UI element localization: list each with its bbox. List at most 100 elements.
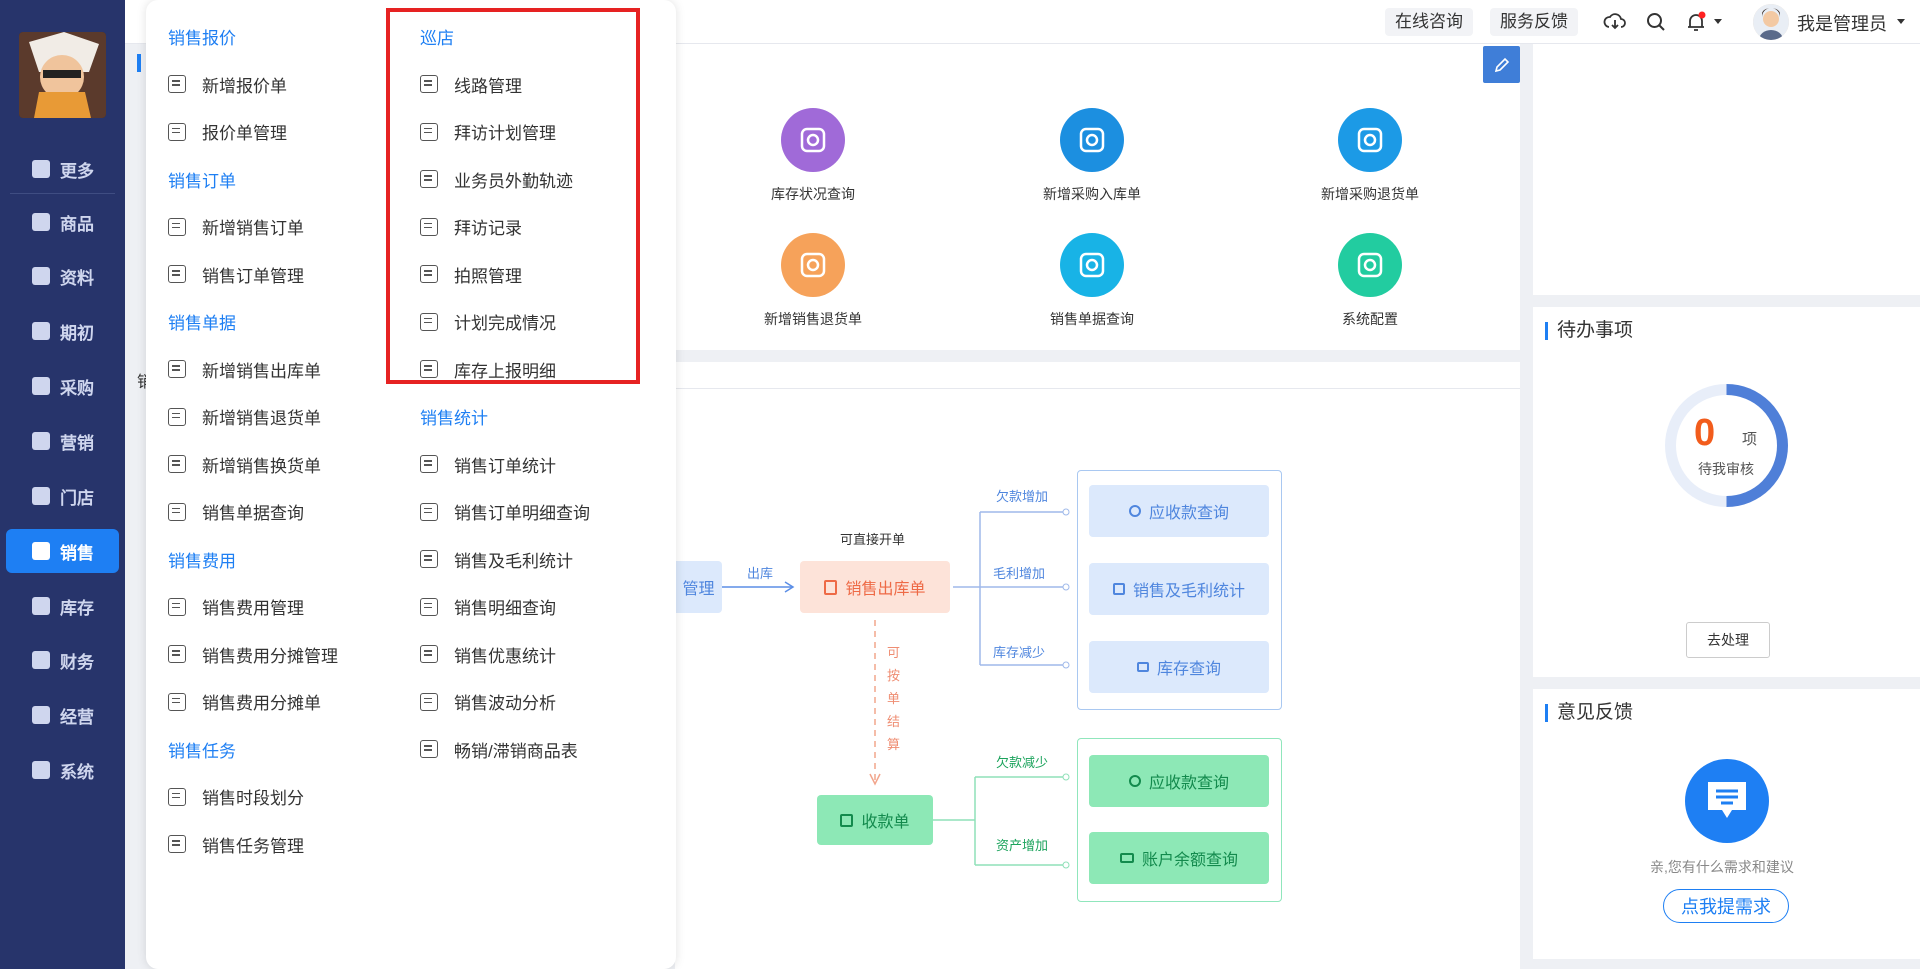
menu-item[interactable]: 销售费用分摊管理: [168, 642, 338, 667]
menu-item[interactable]: 销售费用分摊单: [168, 689, 321, 714]
right-top-panel: [1533, 44, 1920, 295]
menu-item-icon: [420, 217, 438, 236]
menu-item[interactable]: 新增报价单: [168, 72, 287, 97]
menu-item[interactable]: 业务员外勤轨迹: [420, 167, 573, 192]
sidebar-item-1[interactable]: 商品: [6, 200, 119, 244]
menu-item[interactable]: 畅销/滞销商品表: [420, 737, 578, 762]
feedback-text: 亲,您有什么需求和建议: [1650, 859, 1794, 875]
menu-item-label: 拜访计划管理: [454, 124, 556, 143]
quick-item-5[interactable]: 系统配置: [1290, 233, 1450, 329]
menu-item[interactable]: 线路管理: [420, 72, 522, 97]
asset-increase-label: 资产增加: [996, 838, 1049, 853]
sidebar-item-8[interactable]: 库存: [6, 584, 119, 628]
menu-item-label: 新增销售换货单: [202, 456, 321, 476]
receivable-query-box[interactable]: 应收款查询: [1089, 485, 1269, 537]
menu-item[interactable]: 销售任务管理: [168, 832, 304, 857]
menu-item-label: 线路管理: [454, 76, 522, 96]
menu-item-label: 销售明细查询: [454, 599, 556, 618]
flow-out-label: 出库: [747, 566, 774, 581]
menu-item[interactable]: 报价单管理: [168, 119, 287, 144]
menu-item[interactable]: 销售单据查询: [168, 499, 304, 524]
todo-process-button[interactable]: 去处理: [1686, 622, 1770, 658]
menu-item-label: 销售费用管理: [202, 599, 304, 618]
quick-item-icon: [1060, 108, 1124, 172]
sidebar-item-6[interactable]: 门店: [6, 474, 119, 518]
menu-item[interactable]: 销售明细查询: [420, 594, 556, 619]
stock-query-box[interactable]: 库存查询: [1089, 641, 1269, 693]
menu-item[interactable]: 销售及毛利统计: [420, 547, 573, 572]
sidebar-item-2[interactable]: 资料: [6, 254, 119, 298]
menu-item[interactable]: 新增销售退货单: [168, 404, 321, 429]
menu-item[interactable]: 计划完成情况: [420, 309, 556, 334]
chevron-down-icon[interactable]: [1713, 16, 1723, 26]
menu-item[interactable]: 销售时段划分: [168, 784, 304, 809]
menu-item[interactable]: 销售订单统计: [420, 452, 556, 477]
menu-item[interactable]: 库存上报明细: [420, 357, 556, 382]
menu-item[interactable]: 销售订单明细查询: [420, 499, 590, 524]
menu-item-icon: [420, 122, 438, 141]
menu-item[interactable]: 新增销售出库单: [168, 357, 321, 382]
sidebar-item-9[interactable]: 财务: [6, 638, 119, 682]
sidebar-item-label: 采购: [60, 378, 94, 398]
sidebar-item-0[interactable]: 更多: [6, 147, 119, 191]
user-avatar[interactable]: [1753, 4, 1789, 40]
edit-button[interactable]: [1483, 46, 1520, 83]
cloud-download-icon[interactable]: [1603, 10, 1627, 34]
menu-item-label: 销售费用分摊单: [202, 694, 321, 713]
todo-progress-ring: [1665, 384, 1788, 507]
menu-item-icon: [420, 645, 438, 663]
target-icon: [32, 322, 50, 340]
user-name[interactable]: 我是管理员: [1797, 14, 1887, 34]
receivable-query-box-2[interactable]: 应收款查询: [1089, 755, 1269, 807]
menu-group-head: 销售统计: [420, 409, 488, 428]
pie-chart-icon: [32, 487, 50, 505]
sidebar-item-3[interactable]: 期初: [6, 309, 119, 353]
camera-icon: [1136, 662, 1149, 672]
menu-item-label: 库存上报明细: [454, 361, 556, 381]
menu-item[interactable]: 拜访计划管理: [420, 119, 556, 144]
sidebar-item-5[interactable]: 营销: [6, 419, 119, 463]
menu-item[interactable]: 新增销售订单: [168, 214, 304, 239]
quick-item-1[interactable]: 新增采购入库单: [1012, 108, 1172, 204]
quick-item-icon: [781, 233, 845, 297]
search-icon[interactable]: [1644, 10, 1668, 34]
quick-item-0[interactable]: 库存状况查询: [733, 108, 893, 204]
sidebar-item-11[interactable]: 系统: [6, 748, 119, 792]
user-menu-chevron-icon[interactable]: [1896, 16, 1906, 26]
account-balance-box[interactable]: 账户余额查询: [1089, 832, 1269, 884]
menu-item-icon: [168, 787, 186, 806]
menu-item[interactable]: 拜访记录: [420, 214, 522, 239]
bell-icon[interactable]: [1684, 10, 1708, 34]
receivable-query-label: 应收款查询: [1148, 505, 1229, 522]
menu-item[interactable]: 销售优惠统计: [420, 642, 556, 667]
menu-item[interactable]: 销售波动分析: [420, 689, 556, 714]
quick-item-3[interactable]: 新增销售退货单: [733, 233, 893, 329]
debt-increase-label: 欠款增加: [996, 489, 1049, 504]
sidebar-item-4[interactable]: 采购: [6, 364, 119, 408]
menu-item[interactable]: 拍照管理: [420, 262, 522, 287]
menu-item[interactable]: 销售费用管理: [168, 594, 304, 619]
sidebar-item-label: 更多: [60, 161, 94, 181]
quick-item-label: 库存状况查询: [771, 186, 855, 202]
sales-out-box[interactable]: 销售出库单: [800, 561, 950, 613]
quick-item-icon: [781, 108, 845, 172]
menu-item[interactable]: 销售订单管理: [168, 262, 304, 287]
flow-tab-divider: [675, 388, 1520, 389]
menu-item-label: 新增销售出库单: [202, 361, 321, 381]
sidebar-item-label: 库存: [60, 598, 94, 618]
sales-profit-stat-box[interactable]: 销售及毛利统计: [1089, 563, 1269, 615]
app-avatar[interactable]: [19, 32, 106, 118]
sidebar-item-10[interactable]: 经营: [6, 693, 119, 737]
online-consult-button[interactable]: 在线咨询: [1385, 8, 1473, 36]
settle-char: 算: [887, 737, 901, 752]
receipt-box[interactable]: 收款单: [817, 795, 933, 845]
menu-item-icon: [168, 360, 186, 378]
quick-item-4[interactable]: 销售单据查询: [1012, 233, 1172, 329]
service-feedback-button[interactable]: 服务反馈: [1490, 8, 1578, 36]
submit-request-button[interactable]: 点我提需求: [1663, 889, 1789, 923]
menu-item-icon: [420, 740, 438, 758]
flow-management-box[interactable]: 管理: [675, 561, 722, 613]
menu-item[interactable]: 新增销售换货单: [168, 452, 321, 477]
sidebar-item-7[interactable]: 销售: [6, 529, 119, 573]
quick-item-2[interactable]: 新增采购退货单: [1290, 108, 1450, 204]
